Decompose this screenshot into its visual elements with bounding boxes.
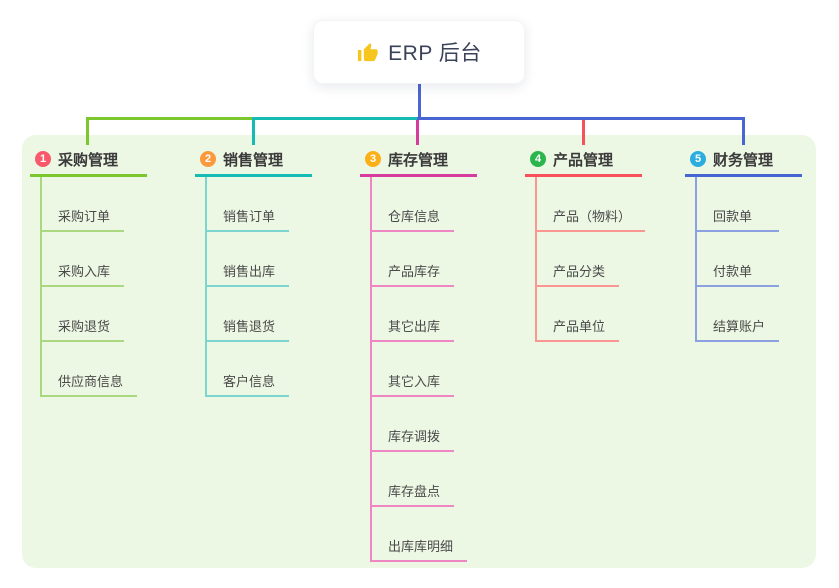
child-label: 采购退货 xyxy=(58,319,111,334)
child-label: 供应商信息 xyxy=(58,374,124,389)
branch-label: 库存管理 xyxy=(388,151,449,169)
child-node[interactable]: 仓库信息 xyxy=(370,177,455,232)
branch-header-inventory[interactable]: 3 库存管理 xyxy=(360,144,477,177)
branch-header-product[interactable]: 4 产品管理 xyxy=(525,144,642,177)
branch-inventory: 3 库存管理 仓库信息 产品库存 其它出库 其它入库 库存调拨 库存盘点 出库库… xyxy=(360,144,477,562)
connector-bus-segment-blue xyxy=(417,117,745,120)
child-label: 其它出库 xyxy=(388,319,441,334)
child-node[interactable]: 付款单 xyxy=(695,232,779,287)
child-node[interactable]: 销售出库 xyxy=(205,232,290,287)
branch-children: 采购订单 采购入库 采购退货 供应商信息 xyxy=(30,177,147,397)
child-label: 产品分类 xyxy=(553,264,606,279)
child-label: 销售出库 xyxy=(223,264,276,279)
root-node-title: ERP 后台 xyxy=(388,42,482,65)
connector-drop-procurement xyxy=(86,117,89,145)
child-label: 出库库明细 xyxy=(388,539,454,554)
child-node[interactable]: 采购入库 xyxy=(40,232,125,287)
branch-number-badge: 2 xyxy=(200,151,216,167)
mindmap-panel xyxy=(22,135,816,568)
connector-drop-inventory xyxy=(416,120,419,145)
connector-drop-product xyxy=(582,120,585,145)
branch-children: 产品（物料） 产品分类 产品单位 xyxy=(525,177,646,342)
branch-finance: 5 财务管理 回款单 付款单 结算账户 xyxy=(685,144,802,342)
child-node[interactable]: 产品（物料） xyxy=(535,177,646,232)
connector-spine xyxy=(695,177,697,342)
child-label: 产品单位 xyxy=(553,319,606,334)
branch-number-badge: 5 xyxy=(690,151,706,167)
child-node[interactable]: 销售退货 xyxy=(205,287,290,342)
child-node[interactable]: 结算账户 xyxy=(695,287,780,342)
child-label: 销售退货 xyxy=(223,319,276,334)
child-node[interactable]: 产品单位 xyxy=(535,287,620,342)
child-node[interactable]: 出库库明细 xyxy=(370,507,468,562)
connector-bus-segment-green xyxy=(86,117,255,120)
child-label: 库存调拨 xyxy=(388,429,441,444)
child-label: 采购订单 xyxy=(58,209,111,224)
child-node[interactable]: 其它入库 xyxy=(370,342,455,397)
connector-drop-sales xyxy=(252,117,255,145)
branch-product: 4 产品管理 产品（物料） 产品分类 产品单位 xyxy=(525,144,646,342)
thumbs-up-icon xyxy=(356,41,379,64)
child-label: 产品（物料） xyxy=(553,209,632,224)
branch-procurement: 1 采购管理 采购订单 采购入库 采购退货 供应商信息 xyxy=(30,144,147,397)
child-node[interactable]: 采购订单 xyxy=(40,177,125,232)
child-label: 客户信息 xyxy=(223,374,276,389)
child-node[interactable]: 回款单 xyxy=(695,177,779,232)
child-label: 回款单 xyxy=(713,209,753,224)
child-label: 其它入库 xyxy=(388,374,441,389)
root-node-erp-backend[interactable]: ERP 后台 xyxy=(313,20,525,84)
branch-label: 采购管理 xyxy=(58,151,119,169)
branch-children: 销售订单 销售出库 销售退货 客户信息 xyxy=(195,177,312,397)
child-label: 采购入库 xyxy=(58,264,111,279)
branch-children: 回款单 付款单 结算账户 xyxy=(685,177,802,342)
branch-children: 仓库信息 产品库存 其它出库 其它入库 库存调拨 库存盘点 出库库明细 xyxy=(360,177,477,562)
child-label: 仓库信息 xyxy=(388,209,441,224)
child-node[interactable]: 采购退货 xyxy=(40,287,125,342)
child-label: 付款单 xyxy=(713,264,753,279)
connector-spine xyxy=(370,177,372,562)
connector-spine xyxy=(40,177,42,397)
child-node[interactable]: 库存调拨 xyxy=(370,397,455,452)
child-node[interactable]: 产品库存 xyxy=(370,232,455,287)
child-label: 产品库存 xyxy=(388,264,441,279)
branch-number-badge: 4 xyxy=(530,151,546,167)
child-label: 结算账户 xyxy=(713,319,766,334)
child-label: 库存盘点 xyxy=(388,484,441,499)
connector-bus-segment-teal xyxy=(252,117,420,120)
child-node[interactable]: 销售订单 xyxy=(205,177,290,232)
connector-spine xyxy=(535,177,537,342)
root-stem-connector xyxy=(418,82,421,119)
child-node[interactable]: 供应商信息 xyxy=(40,342,138,397)
branch-label: 销售管理 xyxy=(223,151,284,169)
branch-header-sales[interactable]: 2 销售管理 xyxy=(195,144,312,177)
child-label: 销售订单 xyxy=(223,209,276,224)
branch-number-badge: 1 xyxy=(35,151,51,167)
child-node[interactable]: 库存盘点 xyxy=(370,452,455,507)
child-node[interactable]: 产品分类 xyxy=(535,232,620,287)
child-node[interactable]: 其它出库 xyxy=(370,287,455,342)
branch-number-badge: 3 xyxy=(365,151,381,167)
branch-label: 产品管理 xyxy=(553,151,614,169)
branch-label: 财务管理 xyxy=(713,151,774,169)
connector-spine xyxy=(205,177,207,397)
branch-header-finance[interactable]: 5 财务管理 xyxy=(685,144,802,177)
connector-drop-finance xyxy=(742,117,745,145)
branch-header-procurement[interactable]: 1 采购管理 xyxy=(30,144,147,177)
branch-sales: 2 销售管理 销售订单 销售出库 销售退货 客户信息 xyxy=(195,144,312,397)
child-node[interactable]: 客户信息 xyxy=(205,342,290,397)
